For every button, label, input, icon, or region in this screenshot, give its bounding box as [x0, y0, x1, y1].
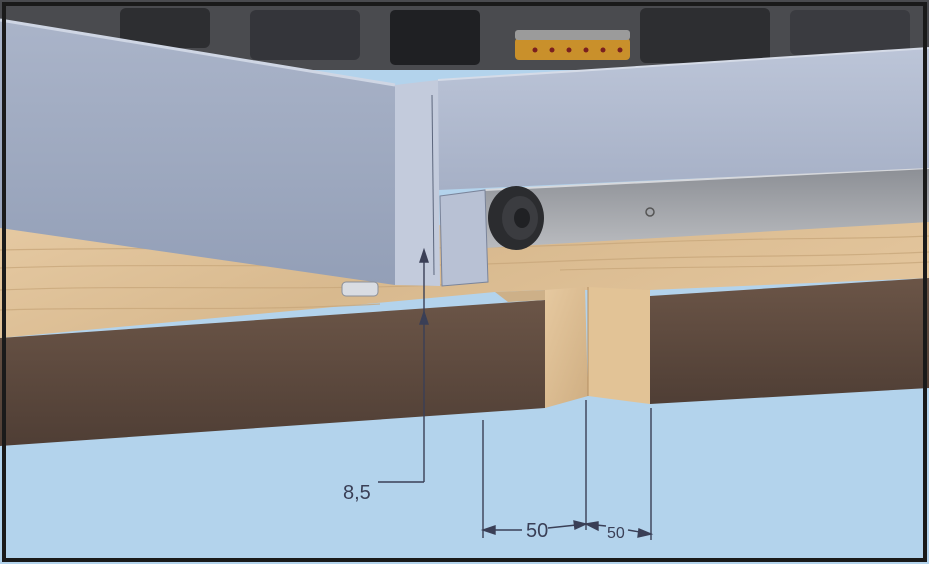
cutout-end-right [588, 287, 650, 404]
control-rail [484, 167, 929, 248]
sheet-metal-corner [395, 80, 440, 286]
worktop-front-right [650, 278, 929, 404]
cutout-step [495, 290, 545, 302]
cutout-end-left [545, 287, 588, 408]
dimension-label-vertical: 8,5 [343, 482, 371, 504]
adjustable-foot-icon [341, 281, 379, 297]
dimension-label-frame: 50 [607, 525, 625, 542]
gas-burner-icon [515, 30, 630, 60]
mounting-bracket [439, 189, 489, 287]
sheet-metal-side-panel [438, 48, 929, 190]
control-knob-icon [488, 186, 544, 250]
dimension-horizontal-cutout [480, 400, 654, 540]
sheet-metal-front-panel [0, 20, 395, 285]
cooktop-grates [0, 0, 929, 70]
dimension-label-cutout: 50 [526, 520, 548, 542]
worktop-front-left [0, 300, 545, 446]
dimension-vertical-gap [378, 247, 429, 483]
